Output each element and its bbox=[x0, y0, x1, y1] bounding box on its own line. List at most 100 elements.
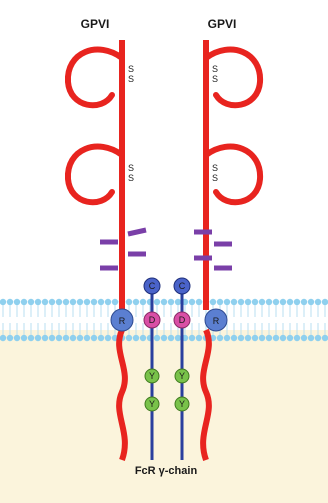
lipid-head bbox=[84, 299, 90, 305]
y-node-left-2: Y bbox=[145, 397, 159, 411]
lipid-head bbox=[294, 299, 300, 305]
r-node-left: R bbox=[111, 309, 133, 331]
lipid-head bbox=[140, 299, 146, 305]
d-node-right: D bbox=[174, 312, 190, 328]
lipid-head bbox=[217, 299, 223, 305]
lipid-head bbox=[259, 299, 265, 305]
lipid-head bbox=[70, 299, 76, 305]
r-node-right: R bbox=[205, 309, 227, 331]
lipid-head bbox=[140, 335, 146, 341]
lipid-head bbox=[42, 299, 48, 305]
lipid-head bbox=[175, 335, 181, 341]
svg-text:C: C bbox=[149, 281, 156, 291]
left-ig-loop-2 bbox=[68, 147, 122, 203]
lipid-head bbox=[63, 335, 69, 341]
lipid-head bbox=[63, 299, 69, 305]
left-receptor-title: GPVI bbox=[81, 17, 110, 31]
lipid-head bbox=[315, 299, 321, 305]
svg-text:Y: Y bbox=[149, 371, 155, 381]
svg-text:Y: Y bbox=[179, 371, 185, 381]
lipid-head bbox=[175, 299, 181, 305]
c-node-right: C bbox=[174, 278, 190, 294]
lipid-head bbox=[105, 335, 111, 341]
lipid-head bbox=[0, 299, 6, 305]
svg-text:Y: Y bbox=[179, 399, 185, 409]
lipid-head bbox=[252, 299, 258, 305]
lipid-head bbox=[273, 299, 279, 305]
svg-text:D: D bbox=[179, 315, 186, 325]
svg-text:R: R bbox=[213, 316, 220, 326]
lipid-head bbox=[280, 335, 286, 341]
left-disulfide-1: S bbox=[128, 64, 134, 74]
left-glycan-1 bbox=[128, 230, 146, 234]
lipid-head bbox=[21, 335, 27, 341]
lipid-head bbox=[91, 299, 97, 305]
lipid-head bbox=[0, 335, 6, 341]
lipid-head bbox=[210, 299, 216, 305]
lipid-head bbox=[238, 335, 244, 341]
c-node-left: C bbox=[144, 278, 160, 294]
lipid-head bbox=[28, 335, 34, 341]
lipid-head bbox=[224, 299, 230, 305]
lipid-head bbox=[224, 335, 230, 341]
y-node-left-1: Y bbox=[145, 369, 159, 383]
lipid-head bbox=[196, 335, 202, 341]
lipid-head bbox=[301, 335, 307, 341]
lipid-head bbox=[133, 335, 139, 341]
lipid-head bbox=[7, 299, 13, 305]
lipid-head bbox=[35, 299, 41, 305]
lipid-head bbox=[322, 299, 328, 305]
lipid-head bbox=[154, 299, 160, 305]
lipid-head bbox=[231, 335, 237, 341]
svg-text:D: D bbox=[149, 315, 156, 325]
lipid-head bbox=[154, 335, 160, 341]
lipid-head bbox=[238, 299, 244, 305]
lipid-head bbox=[322, 335, 328, 341]
lipid-head bbox=[315, 335, 321, 341]
lipid-head bbox=[252, 335, 258, 341]
lipid-head bbox=[35, 335, 41, 341]
lipid-head bbox=[196, 299, 202, 305]
lipid-head bbox=[56, 335, 62, 341]
lipid-head bbox=[98, 299, 104, 305]
left-disulfide-2b: S bbox=[128, 173, 134, 183]
lipid-head bbox=[168, 335, 174, 341]
lipid-head bbox=[217, 335, 223, 341]
lipid-head bbox=[126, 299, 132, 305]
lipid-head bbox=[189, 299, 195, 305]
left-ig-loop-1 bbox=[68, 50, 122, 106]
lipid-head bbox=[56, 299, 62, 305]
lipid-head bbox=[7, 335, 13, 341]
lipid-head bbox=[308, 299, 314, 305]
lipid-head bbox=[245, 335, 251, 341]
lipid-head bbox=[84, 335, 90, 341]
lipid-head bbox=[21, 299, 27, 305]
lipid-head bbox=[287, 299, 293, 305]
lipid-head bbox=[133, 299, 139, 305]
lipid-head bbox=[280, 299, 286, 305]
lipid-head bbox=[49, 299, 55, 305]
y-node-right-2: Y bbox=[175, 397, 189, 411]
lipid-head bbox=[266, 335, 272, 341]
right-disulfide-2b: S bbox=[212, 173, 218, 183]
svg-text:R: R bbox=[119, 316, 126, 326]
lipid-head bbox=[28, 299, 34, 305]
lipid-head bbox=[231, 299, 237, 305]
lipid-head bbox=[49, 335, 55, 341]
lipid-head bbox=[98, 335, 104, 341]
right-disulfide-2: S bbox=[212, 163, 218, 173]
svg-text:C: C bbox=[179, 281, 186, 291]
d-node-left: D bbox=[144, 312, 160, 328]
lipid-head bbox=[70, 335, 76, 341]
cytoplasm-region bbox=[0, 330, 328, 503]
svg-text:Y: Y bbox=[149, 399, 155, 409]
fcr-gamma-chain-label: FcR γ-chain bbox=[135, 465, 198, 477]
lipid-head bbox=[77, 335, 83, 341]
right-disulfide-1: S bbox=[212, 64, 218, 74]
lipid-head bbox=[168, 299, 174, 305]
lipid-head bbox=[42, 335, 48, 341]
lipid-head bbox=[259, 335, 265, 341]
lipid-head bbox=[189, 335, 195, 341]
left-disulfide-1b: S bbox=[128, 74, 134, 84]
